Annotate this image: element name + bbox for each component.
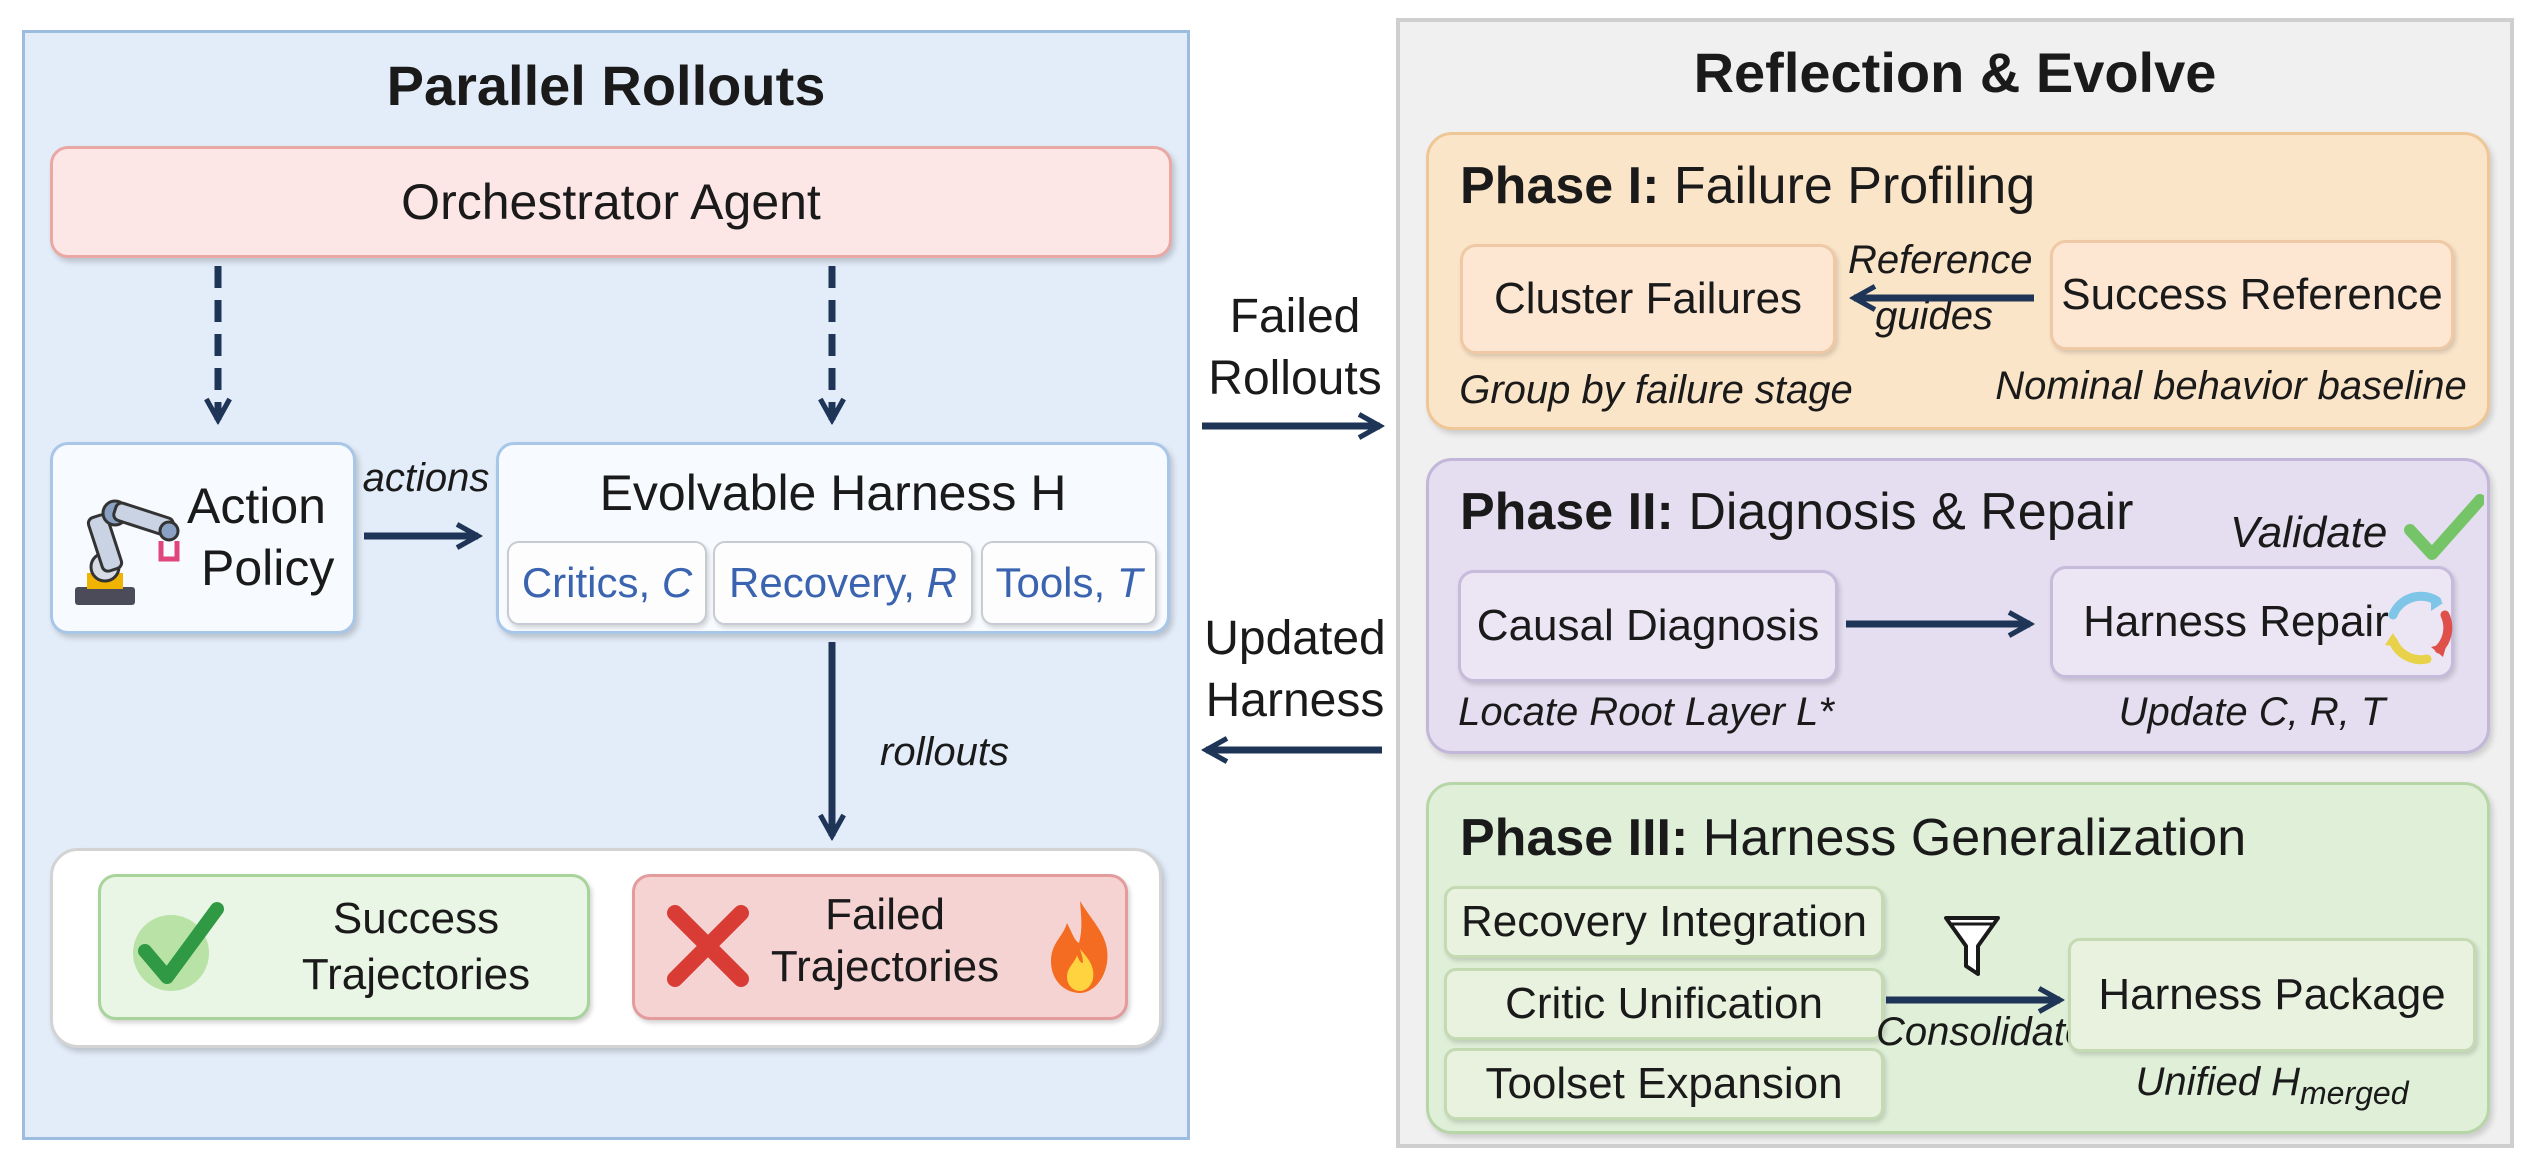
robot-arm-icon <box>75 499 180 605</box>
unified-sub: merged <box>2300 1075 2409 1111</box>
critics-var: C <box>661 559 693 606</box>
orchestrator-agent-box: Orchestrator Agent <box>50 146 1172 258</box>
rollouts-label: rollouts <box>880 730 1009 774</box>
evolvable-harness-box: Evolvable Harness H Critics, C Recovery,… <box>496 442 1170 634</box>
unified-caption: Unified Hmerged <box>2070 1060 2474 1112</box>
group-by-failure-caption: Group by failure stage <box>1459 368 1853 412</box>
updated-harness-label: Updated Harness <box>1188 608 1402 732</box>
failed-rollouts-label: Failed Rollouts <box>1190 286 1400 410</box>
phase2-name: Diagnosis & Repair <box>1688 483 2134 541</box>
harness-repair-box: Harness Repair <box>2050 566 2454 678</box>
tools-box: Tools, T <box>981 541 1157 625</box>
phase3-label: Phase III: <box>1460 809 1689 867</box>
action-policy-line1: Action <box>187 478 326 534</box>
phase3-title: Phase III: Harness Generalization <box>1460 808 2246 868</box>
critic-unification-box: Critic Unification <box>1444 968 1884 1040</box>
success-trajectories-box: Success Trajectories <box>98 874 590 1020</box>
unified-label: Unified H <box>2135 1060 2300 1104</box>
tools-var: T <box>1116 559 1143 606</box>
updated-harness-line1: Updated <box>1204 612 1386 665</box>
harness-repair-label: Harness Repair <box>2083 597 2389 646</box>
nominal-behavior-caption: Nominal behavior baseline <box>1995 364 2467 408</box>
phase1-title: Phase I: Failure Profiling <box>1460 156 2035 216</box>
failed-rollouts-line1: Failed <box>1229 290 1361 343</box>
failed-line1: Failed <box>825 890 945 939</box>
recovery-label: Recovery, <box>729 559 927 606</box>
parallel-rollouts-title: Parallel Rollouts <box>386 53 826 117</box>
failed-line2: Trajectories <box>770 942 1000 991</box>
phase2-label: Phase II: <box>1460 483 1674 541</box>
cluster-failures-box: Cluster Failures <box>1460 244 1836 354</box>
harness-package-box: Harness Package <box>2068 938 2476 1052</box>
failed-rollouts-line2: Rollouts <box>1208 352 1382 405</box>
funnel-icon <box>1944 916 2000 976</box>
checkmark-icon <box>2404 494 2484 560</box>
cross-icon <box>667 905 749 987</box>
harness-title: Evolvable Harness H <box>599 465 1067 521</box>
tools-label: Tools, <box>995 559 1117 606</box>
recovery-var: R <box>926 559 957 606</box>
phase2-title: Phase II: Diagnosis & Repair <box>1460 482 2133 542</box>
failed-trajectories-box: Failed Trajectories <box>632 874 1128 1020</box>
reflection-evolve-title: Reflection & Evolve <box>1693 40 2217 104</box>
consolidate-label: Consolidate <box>1876 1010 2088 1054</box>
critics-box: Critics, C <box>507 541 707 625</box>
recovery-integration-box: Recovery Integration <box>1444 886 1884 958</box>
check-icon <box>133 902 224 991</box>
reference-guides-line1: Reference <box>1848 238 2033 282</box>
phase1-name: Failure Profiling <box>1673 157 2036 215</box>
success-line2: Trajectories <box>301 950 531 999</box>
validate-label: Validate <box>2230 508 2388 557</box>
causal-diagnosis-box: Causal Diagnosis <box>1458 570 1838 682</box>
critics-label: Critics, <box>521 559 662 606</box>
flame-icon <box>1051 901 1108 993</box>
recovery-box: Recovery, R <box>713 541 973 625</box>
update-crt-caption: Update C, R, T <box>2118 690 2386 734</box>
cycle-icon <box>2385 591 2453 665</box>
action-policy-line2: Policy <box>201 540 335 596</box>
success-reference-box: Success Reference <box>2050 240 2454 350</box>
action-policy-box: Action Policy <box>50 442 356 634</box>
toolset-expansion-box: Toolset Expansion <box>1444 1048 1884 1120</box>
actions-label: actions <box>362 456 490 500</box>
phase1-label: Phase I: <box>1460 157 1660 215</box>
phase3-name: Harness Generalization <box>1702 809 2247 867</box>
locate-root-caption: Locate Root Layer L* <box>1458 690 1834 734</box>
updated-harness-line2: Harness <box>1205 674 1385 727</box>
success-line1: Success <box>332 894 500 943</box>
